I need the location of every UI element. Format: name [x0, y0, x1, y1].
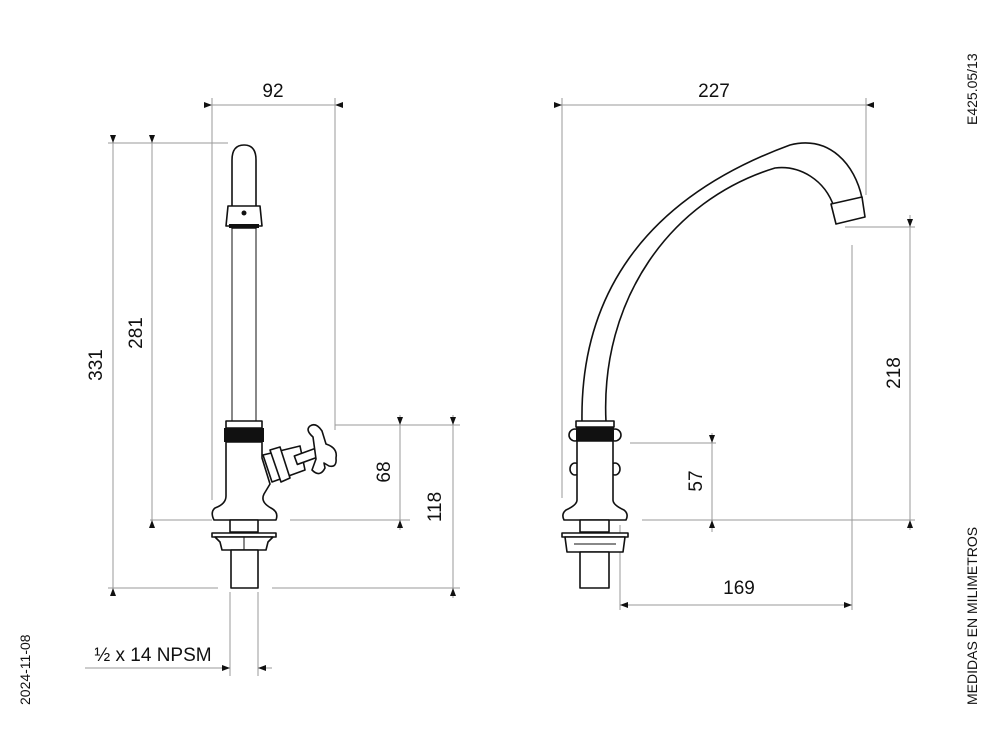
thread-label: ½ x 14 NPSM [94, 645, 211, 666]
left-dimensions: 92 331 281 68 118 ½ x 14 NPSM [85, 81, 460, 676]
dim-57: 57 [686, 470, 707, 491]
right-dimensions: 227 218 57 169 [554, 81, 915, 610]
dim-281: 281 [126, 317, 147, 349]
dim-68: 68 [374, 461, 395, 482]
drawing-code: E425.05/13 [964, 53, 980, 125]
dim-227: 227 [698, 81, 730, 102]
dim-169: 169 [723, 578, 755, 599]
left-faucet-drawing [211, 144, 338, 589]
drawing-date: 2024-11-08 [17, 634, 33, 705]
dim-118: 118 [425, 492, 446, 522]
dim-331: 331 [86, 349, 107, 381]
units-note: MEDIDAS EN MILIMETROS [964, 527, 980, 705]
dim-218: 218 [884, 357, 905, 389]
right-faucet-drawing [561, 142, 866, 589]
dim-92: 92 [262, 81, 283, 102]
